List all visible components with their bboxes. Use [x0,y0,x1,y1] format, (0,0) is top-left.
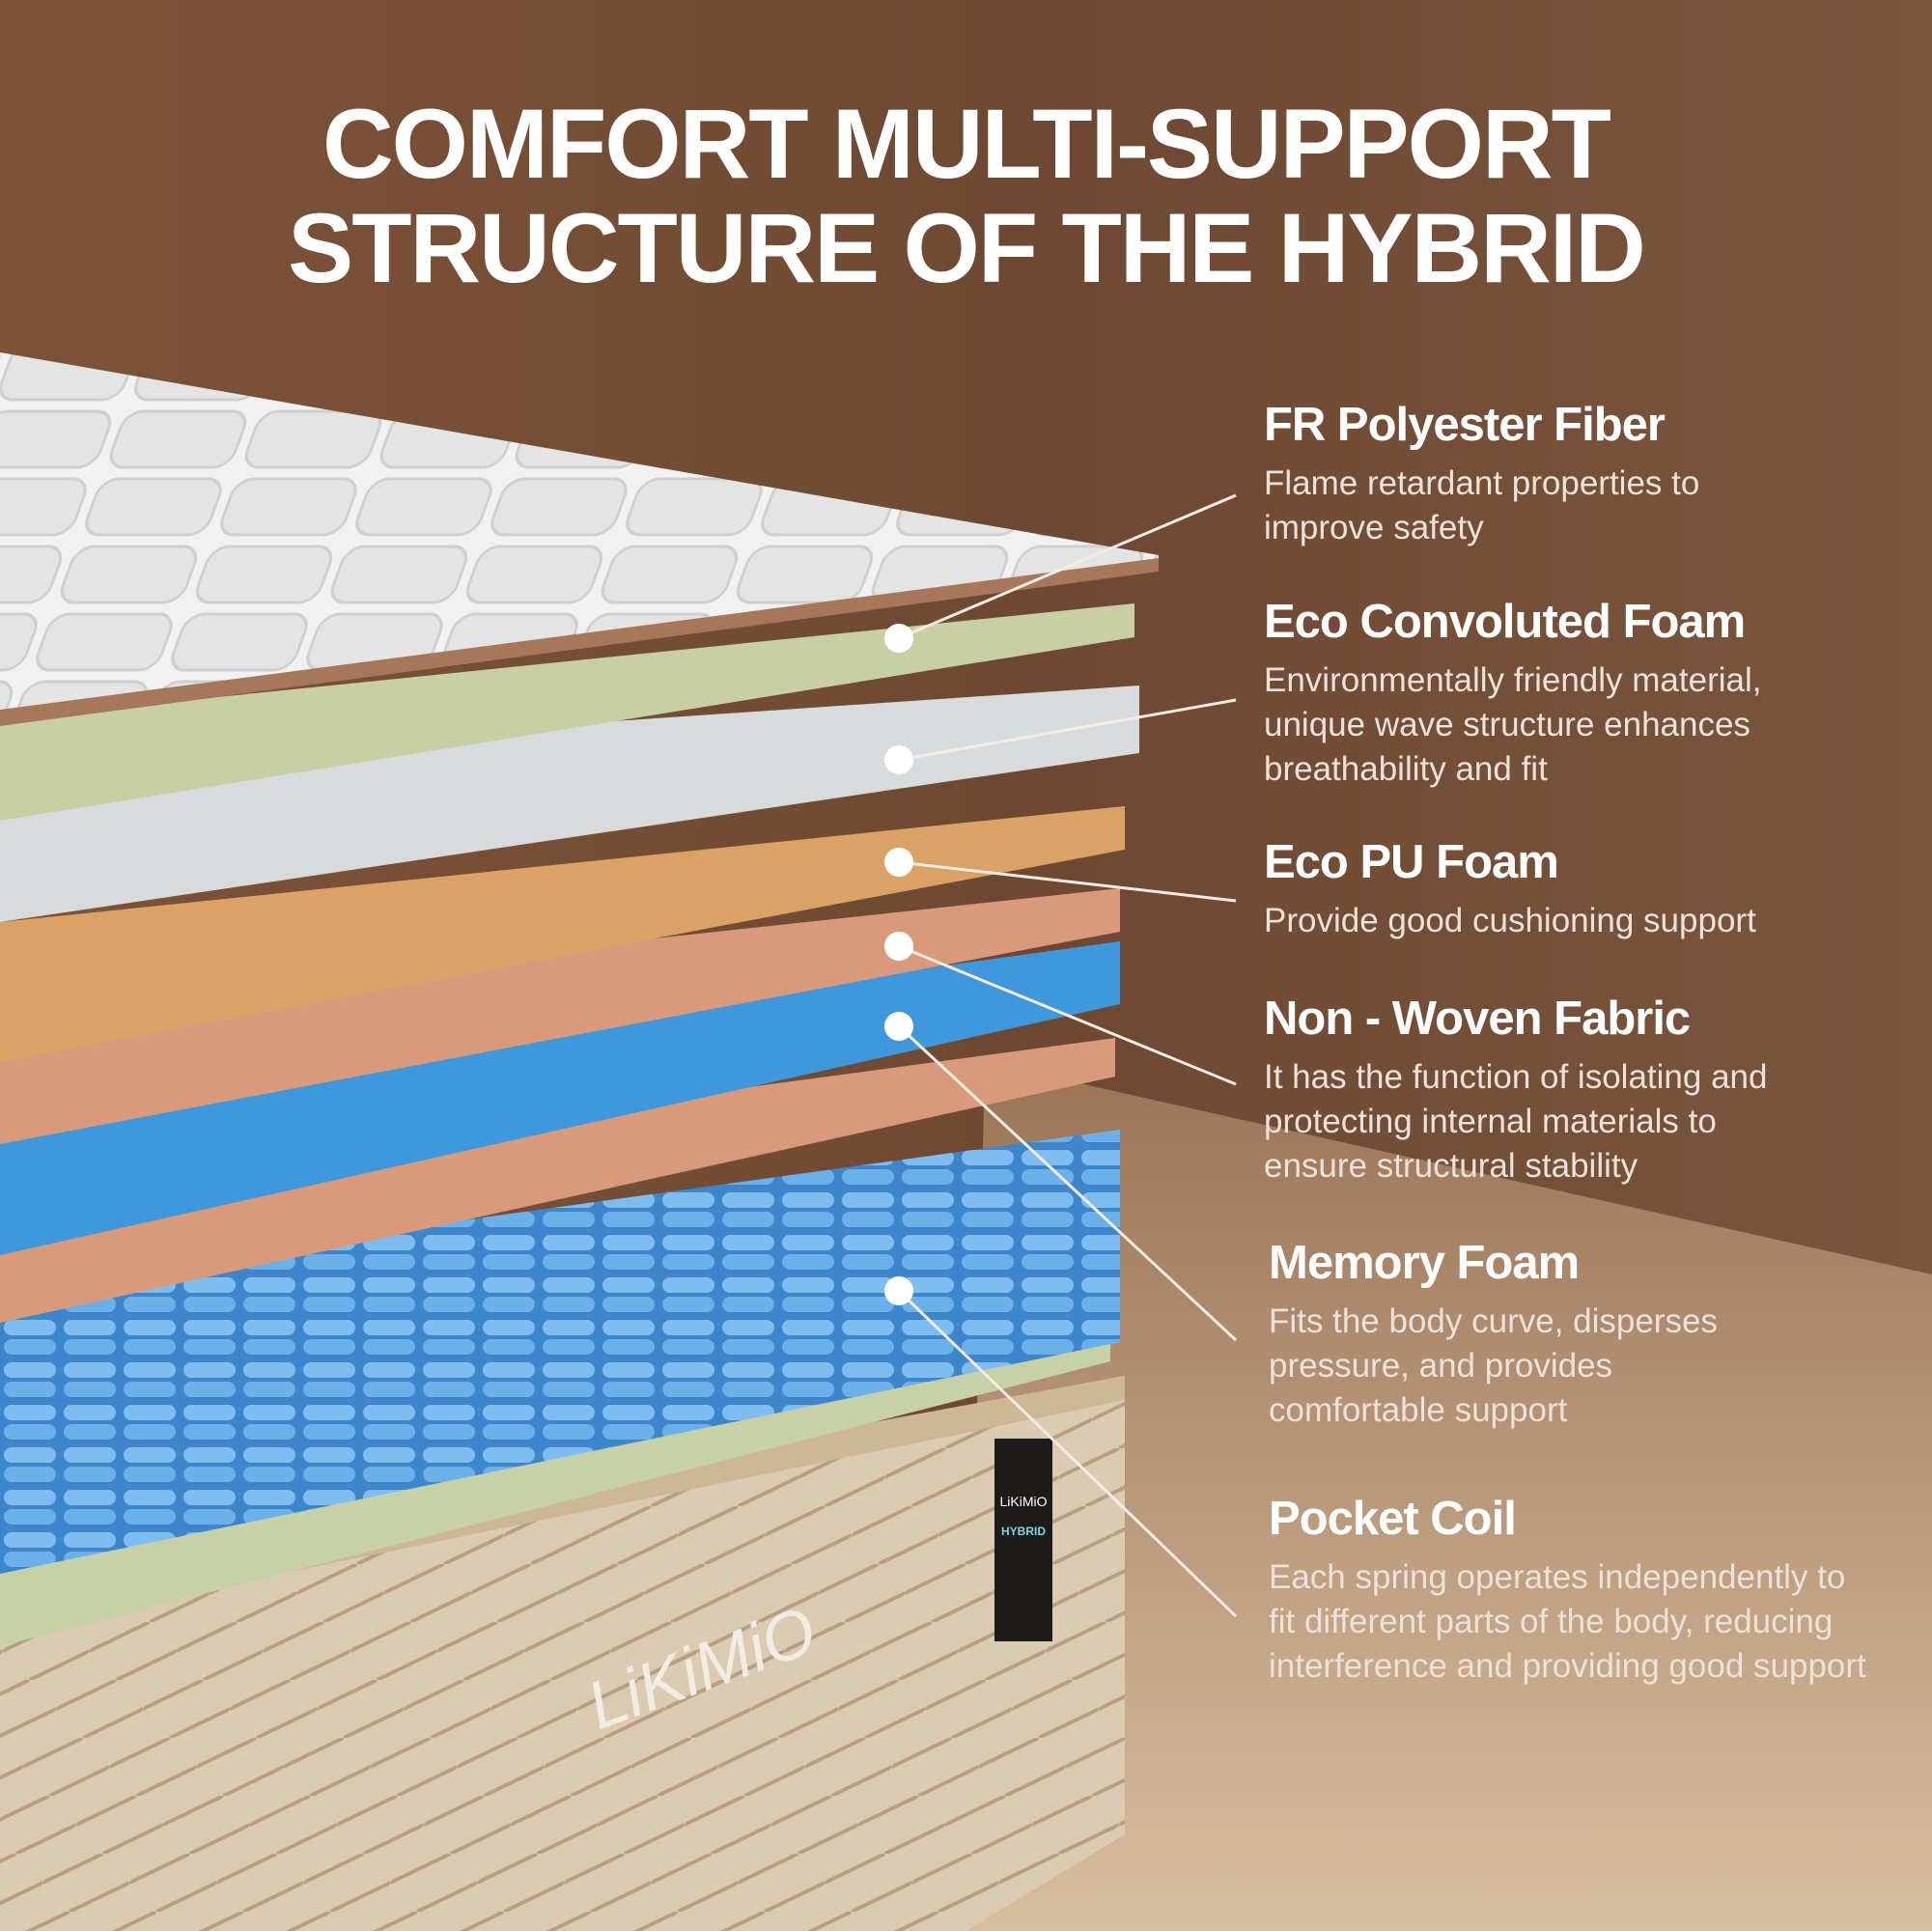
non-woven-layer [0,888,1120,1144]
layer-description: Provide good cushioning support [1264,902,1756,939]
eco-pu-foam-layer [0,806,1125,1062]
layer-description: It has the function of isolating and pro… [1264,1058,1768,1185]
non-woven-lower-layer [0,1038,1115,1323]
fr-fiber-layer [0,603,1134,821]
layer-name: Eco Convoluted Foam [1264,596,1746,648]
layer-label-memory-foam: Memory Foam Fits the body curve, dispers… [1269,1234,1925,1433]
title-line-2: STRUCTURE OF THE HYBRID [288,193,1646,303]
callout-dots [884,624,913,1305]
brand-tag [994,1439,1052,1641]
memory-foam-layer [0,941,1120,1255]
layer-label-eco-pu-foam: Eco PU Foam Provide good cushioning supp… [1264,833,1920,943]
page-title: COMFORT MULTI-SUPPORT STRUCTURE OF THE H… [0,92,1932,300]
layer-description: Flame retardant properties to improve sa… [1264,464,1700,546]
base-foam-layer [0,1337,1110,1646]
layer-description: Fits the body curve, disperses pressure,… [1269,1302,1718,1429]
layer-name: Memory Foam [1269,1237,1580,1289]
mattress-base [0,1376,1125,1931]
tag-logo: LiKiMiO [999,1494,1047,1509]
layer-label-fr-polyester-fiber: FR Polyester Fiber Flame retardant prope… [1264,396,1920,550]
layer-name: Non - Woven Fabric [1264,993,1691,1045]
layer-name: Eco PU Foam [1264,836,1559,888]
layer-description: Each spring operates independently to fi… [1269,1558,1866,1685]
floor [966,1062,1932,1931]
callout-lines [897,493,1238,1618]
quilted-top-edge [0,558,1159,726]
layer-name: Pocket Coil [1269,1493,1517,1545]
tag-type: HYBRID [1001,1525,1046,1538]
layer-label-pocket-coil: Pocket Coil Each spring operates indepen… [1269,1490,1925,1689]
title-line-1: COMFORT MULTI-SUPPORT [322,89,1611,199]
layer-label-eco-convoluted-foam: Eco Convoluted Foam Environmentally frie… [1264,593,1920,792]
layer-name: FR Polyester Fiber [1264,399,1666,451]
layer-label-non-woven-fabric: Non - Woven Fabric It has the function o… [1264,990,1920,1189]
quilted-top-layer [0,352,1159,714]
layer-description: Environmentally friendly material, uniqu… [1264,661,1762,788]
pocket-coil-layer [0,1130,1120,1574]
